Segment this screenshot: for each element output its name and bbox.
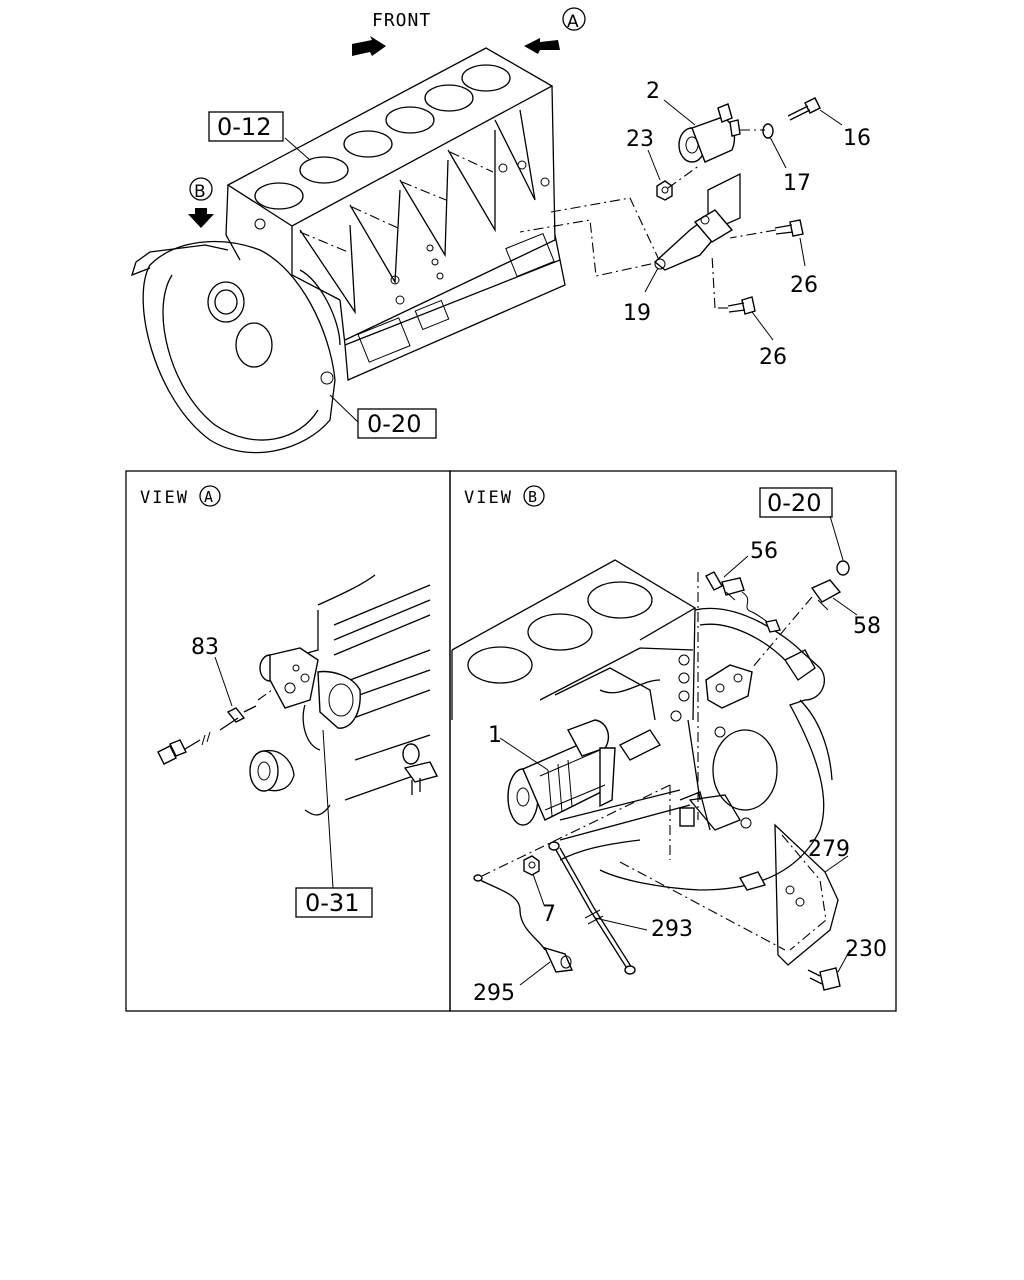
ref-0-12-label: 0-12 <box>217 113 271 141</box>
ref-box-0-20-top: 0-20 <box>357 408 437 439</box>
leader-0-31 <box>322 729 334 889</box>
sensor-83-illustration <box>157 705 257 765</box>
washer-17-illustration <box>762 123 774 139</box>
ref-box-0-20-view-b: 0-20 <box>759 487 833 518</box>
front-indicator: FRONT <box>352 10 431 56</box>
view-b-circle-icon <box>189 177 213 201</box>
callout-58: 58 <box>853 614 881 639</box>
callout-279: 279 <box>808 837 850 862</box>
view-b-title: VIEW <box>464 488 513 508</box>
solenoid-part-illustration <box>678 103 741 163</box>
callout-19: 19 <box>623 301 651 326</box>
clip-58-illustration <box>810 560 850 611</box>
nut-7-illustration <box>523 855 540 876</box>
callout-26-a: 26 <box>790 273 818 298</box>
callout-16: 16 <box>843 126 871 151</box>
view-a-title-circle-icon <box>199 485 221 507</box>
callout-7: 7 <box>542 902 556 927</box>
callout-230: 230 <box>845 937 887 962</box>
view-a-title-marker: A <box>204 488 213 506</box>
connector-plate-illustration <box>705 664 753 709</box>
bolt-230-illustration <box>807 967 841 991</box>
view-b-frame <box>449 470 897 1012</box>
view-a-arrow: A <box>524 7 586 54</box>
callout-2: 2 <box>646 79 660 104</box>
view-b-arrow-icon <box>188 208 214 228</box>
bolt-26a-illustration <box>774 219 804 237</box>
front-label: FRONT <box>372 10 431 31</box>
callout-26-b: 26 <box>759 345 787 370</box>
view-a-title: VIEW <box>140 488 189 508</box>
view-a-arrow-icon <box>524 38 560 54</box>
callout-56: 56 <box>750 539 778 564</box>
leader-83 <box>214 656 233 707</box>
view-a-panel: VIEW A <box>125 470 451 1012</box>
view-a-marker-top: A <box>567 12 579 32</box>
bracket-279-illustration <box>738 823 839 966</box>
bracket-part-illustration <box>653 172 741 271</box>
view-b-title-circle-icon <box>523 485 545 507</box>
top-leader-lines <box>284 99 843 423</box>
ref-0-20-top-label: 0-20 <box>367 410 421 438</box>
ref-0-20-view-b-label: 0-20 <box>767 489 821 517</box>
sensor-56-illustration <box>705 571 781 633</box>
nut-23-illustration <box>656 180 673 201</box>
ref-box-0-12: 0-12 <box>208 111 284 142</box>
callout-293: 293 <box>651 917 693 942</box>
callout-17: 17 <box>783 171 811 196</box>
front-arrow-icon <box>352 36 386 56</box>
callout-1: 1 <box>488 723 502 748</box>
engine-block-illustration <box>130 47 661 454</box>
view-b-marker-top: B <box>194 182 206 202</box>
view-b-leader-lines <box>481 515 858 986</box>
view-b-panel: VIEW B <box>449 470 897 1012</box>
harness-295-illustration <box>473 874 574 973</box>
ref-0-31-label: 0-31 <box>305 889 359 917</box>
view-b-arrow: B <box>188 177 214 228</box>
callout-295: 295 <box>473 981 515 1006</box>
cable-293-illustration <box>548 841 636 975</box>
view-a-circle-icon <box>562 7 586 31</box>
callout-23: 23 <box>626 127 654 152</box>
view-b-title-marker: B <box>528 488 537 506</box>
bolt-26b-illustration <box>727 296 756 315</box>
ref-box-0-31: 0-31 <box>295 887 373 918</box>
starter-motor-1-illustration <box>507 719 616 826</box>
dash-83 <box>257 689 273 701</box>
view-a-engine-illustration <box>249 574 439 816</box>
callout-83: 83 <box>191 635 219 660</box>
view-a-frame <box>125 470 451 1012</box>
bolt-16-illustration <box>787 97 821 121</box>
